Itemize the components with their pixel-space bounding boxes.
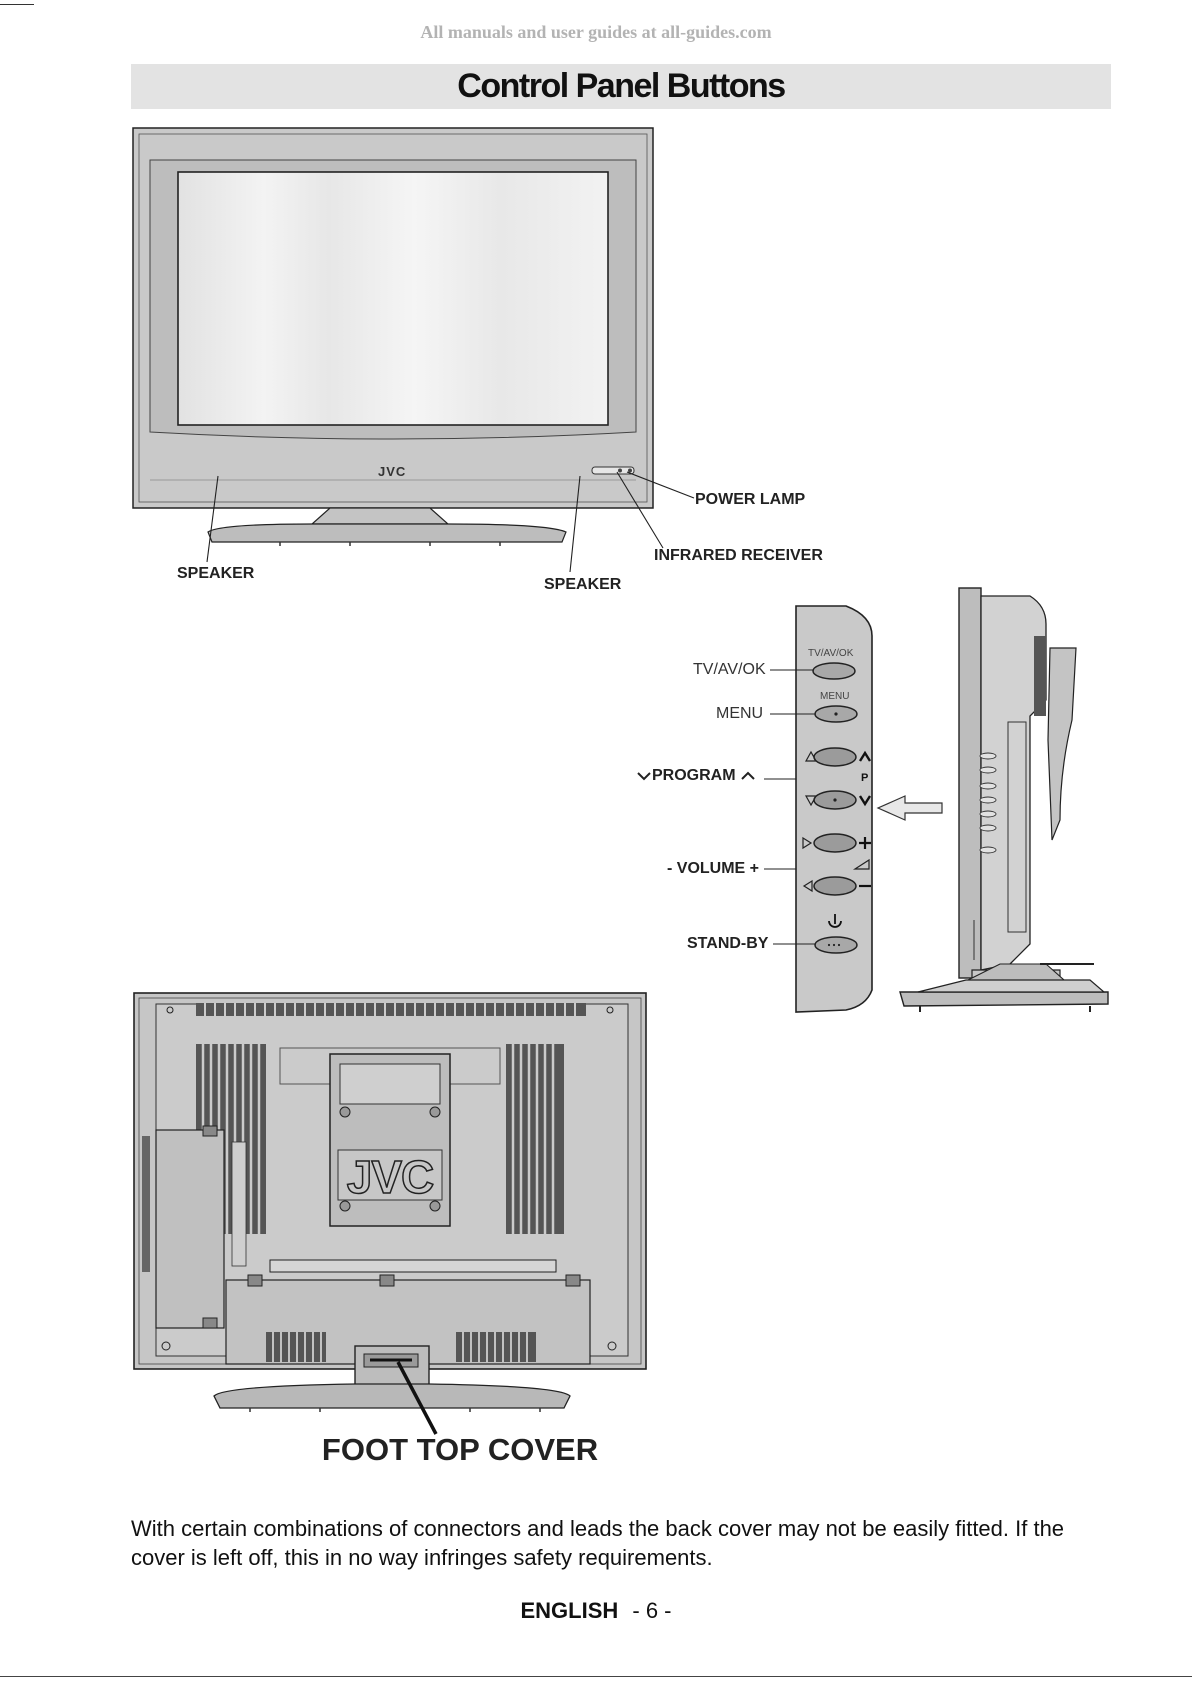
program-label-text: PROGRAM [652,767,736,784]
tv-av-ok-button[interactable] [812,662,856,680]
plus-icon [859,837,871,849]
cover-note: With certain combinations of connectors … [131,1516,1065,1570]
side-control-panel [795,605,873,1013]
bottom-rule [0,1676,1192,1677]
volume-up-button[interactable] [813,833,857,853]
volume-label: - VOLUME + [667,860,760,877]
standby-label: STAND-BY [687,935,769,952]
speaker-left-label: SPEAKER [177,565,255,582]
arrow-left-icon [876,795,943,821]
tv-side-illustration [899,587,1109,1012]
menu-label: MENU [716,705,764,722]
title-bar [131,64,1111,109]
watermark: All manuals and user guides at all-guide… [420,22,772,42]
volume-down-button[interactable] [813,876,857,896]
chevron-down-icon [858,795,872,807]
infrared-receiver-label: INFRARED RECEIVER [654,547,823,564]
engraved-p: P [861,772,869,784]
front-leader-lines [206,471,695,573]
chevron-down-icon [637,772,651,781]
triangle-down-icon [804,795,818,807]
power-lamp-label: POWER LAMP [695,491,806,508]
page-footer: ENGLISH - 6 - [0,1598,1192,1624]
triangle-left-icon [802,879,813,893]
rear-brand-logo: JVC [346,1150,435,1204]
side-leader-lines [764,669,815,945]
program-label: PROGRAM [636,767,756,785]
foot-top-cover-label: FOOT TOP COVER [321,1432,599,1467]
power-icon [828,920,842,928]
engraved-menu: MENU [820,691,850,702]
standby-button[interactable] [814,936,858,954]
speaker-right-label: SPEAKER [544,576,622,593]
tv-rear-illustration [133,992,647,1412]
footer-language: ENGLISH [520,1598,619,1623]
corner-rule [0,4,34,5]
engraved-tv-av-ok: TV/AV/OK [808,648,854,659]
front-brand-logo: JVC [378,464,407,479]
program-up-button[interactable] [813,747,857,767]
triangle-up-icon [804,750,818,762]
tv-av-ok-label: TV/AV/OK [693,661,766,678]
tv-front-illustration [132,127,654,546]
chevron-up-icon [858,750,872,762]
triangle-right-icon [802,836,813,850]
volume-wedge-icon [852,858,870,870]
page-number: - 6 - [632,1598,672,1623]
page-title: Control Panel Buttons [457,67,786,105]
foot-leader-line [396,1361,438,1435]
chevron-up-icon [740,771,755,780]
